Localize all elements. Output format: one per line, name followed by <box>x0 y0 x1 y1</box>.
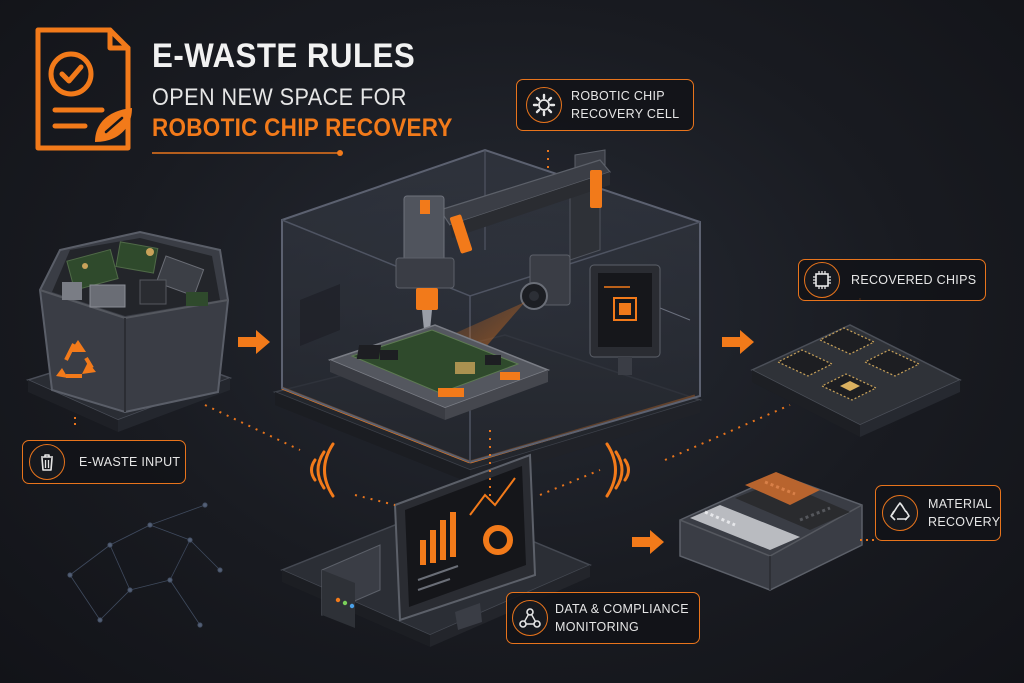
data-monitoring-station <box>280 453 592 647</box>
callout-robotic-cell: ROBOTIC CHIP RECOVERY CELL <box>516 79 694 131</box>
network-decoration <box>67 502 223 628</box>
wireless-signal-icons <box>310 442 630 498</box>
arrow-to-materials <box>632 530 664 554</box>
recycle-icon <box>882 495 918 531</box>
ewaste-parts <box>52 238 220 316</box>
gear-icon <box>526 87 562 123</box>
arrow-to-chips <box>722 330 754 354</box>
chip-icon <box>804 262 840 298</box>
recovered-chips-tray <box>750 324 962 437</box>
callout-material-recovery: MATERIAL RECOVERY <box>875 485 1001 541</box>
recycle-symbol <box>56 340 96 378</box>
callout-data-monitoring-line1: DATA & COMPLIANCE <box>555 602 689 616</box>
network-icon <box>512 600 548 636</box>
material-recovery-bins <box>679 472 863 591</box>
callout-recovered-chips: RECOVERED CHIPS <box>798 259 986 301</box>
title-underline-dot <box>337 150 343 156</box>
callout-ewaste-input-label: E-WASTE INPUT <box>79 455 181 469</box>
arrow-to-cell <box>238 330 270 354</box>
callout-data-monitoring: DATA & COMPLIANCE MONITORING <box>506 592 700 644</box>
callout-robotic-cell-line2: RECOVERY CELL <box>571 107 680 121</box>
ewaste-bin <box>25 230 233 432</box>
document-leaf-icon <box>35 27 132 151</box>
page-subtitle: OPEN NEW SPACE FOR <box>152 84 407 111</box>
callout-ewaste-input: E-WASTE INPUT <box>22 440 186 484</box>
callout-robotic-cell-line1: ROBOTIC CHIP <box>571 89 665 103</box>
callout-material-recovery-line2: RECOVERY <box>928 515 1001 529</box>
flow-arrows <box>238 330 754 554</box>
trash-icon <box>29 444 65 480</box>
callout-material-recovery-line1: MATERIAL <box>928 497 992 511</box>
callout-recovered-chips-label: RECOVERED CHIPS <box>851 273 977 287</box>
robotic-cell <box>272 148 703 483</box>
callout-data-monitoring-line2: MONITORING <box>555 620 640 634</box>
page-subtitle-highlight: ROBOTIC CHIP RECOVERY <box>152 114 453 142</box>
page-title: E-WASTE RULES <box>152 37 416 75</box>
